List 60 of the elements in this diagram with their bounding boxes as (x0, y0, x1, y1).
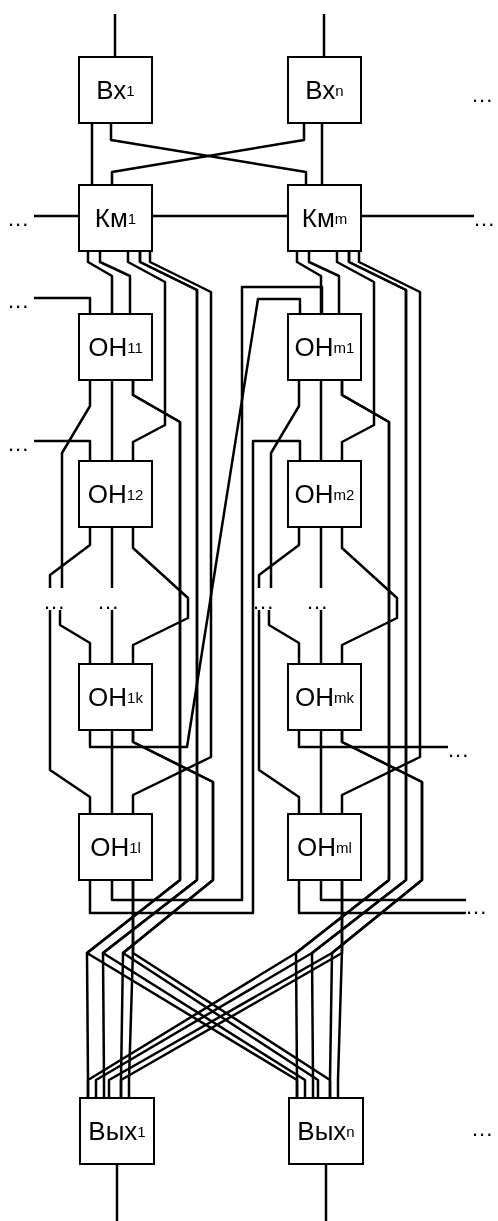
connection-line (257, 610, 301, 813)
connection-line (115, 1165, 119, 1221)
connection-line (110, 610, 114, 663)
connection-line (322, 14, 326, 56)
connection-line (320, 124, 324, 184)
connection-line (121, 731, 320, 1097)
connection-line (107, 731, 424, 1097)
connection-line (94, 251, 408, 1097)
ellipsis: ... (8, 205, 34, 227)
ellipsis: ... (474, 205, 498, 227)
connection-line (340, 252, 422, 813)
connection-line (34, 296, 92, 313)
connection-line (110, 285, 324, 902)
connection-line (34, 439, 92, 460)
connection-line (362, 214, 474, 218)
connection-line (297, 731, 448, 749)
connection-line (267, 610, 301, 663)
connection-line (131, 528, 190, 663)
connection-line (297, 881, 466, 915)
connection-line (335, 252, 376, 460)
connection-line (88, 439, 302, 915)
connection-line (319, 381, 323, 460)
connection-line (269, 381, 301, 588)
ellipsis: ... (307, 588, 335, 610)
ellipsis: ... (472, 84, 494, 106)
connection-line (295, 252, 323, 313)
connection-line (257, 528, 301, 588)
connection-line (131, 252, 213, 813)
connection-line (98, 252, 132, 313)
connection-line (86, 252, 114, 313)
ellipsis: ... (44, 588, 72, 610)
connection-line (113, 14, 117, 56)
ellipsis: ... (8, 287, 34, 309)
connection-line (58, 610, 92, 663)
connection-line (319, 731, 323, 813)
connection-line (319, 610, 323, 663)
ellipsis: ... (253, 588, 281, 610)
connection-line (48, 610, 92, 813)
connection-line (153, 214, 287, 218)
connection-line (110, 528, 114, 588)
connection-line (60, 381, 92, 588)
connection-line (110, 381, 114, 460)
connection-line (48, 528, 92, 588)
connection-line (90, 124, 94, 184)
ellipsis: ... (8, 430, 34, 452)
connection-line (34, 214, 78, 218)
connection-line (88, 297, 302, 749)
connection-line (319, 528, 323, 588)
connection-line (324, 1165, 328, 1221)
connection-line (126, 252, 167, 460)
connection-line (340, 528, 399, 663)
connection-line (319, 881, 466, 902)
connection-line (307, 252, 341, 313)
connection-line (101, 251, 307, 1097)
ellipsis: ... (466, 893, 494, 915)
connection-line (110, 731, 114, 813)
ellipsis: ... (98, 588, 126, 610)
ellipsis: ... (448, 736, 476, 758)
connection-line (86, 381, 391, 1097)
ellipsis: ... (472, 1118, 494, 1140)
